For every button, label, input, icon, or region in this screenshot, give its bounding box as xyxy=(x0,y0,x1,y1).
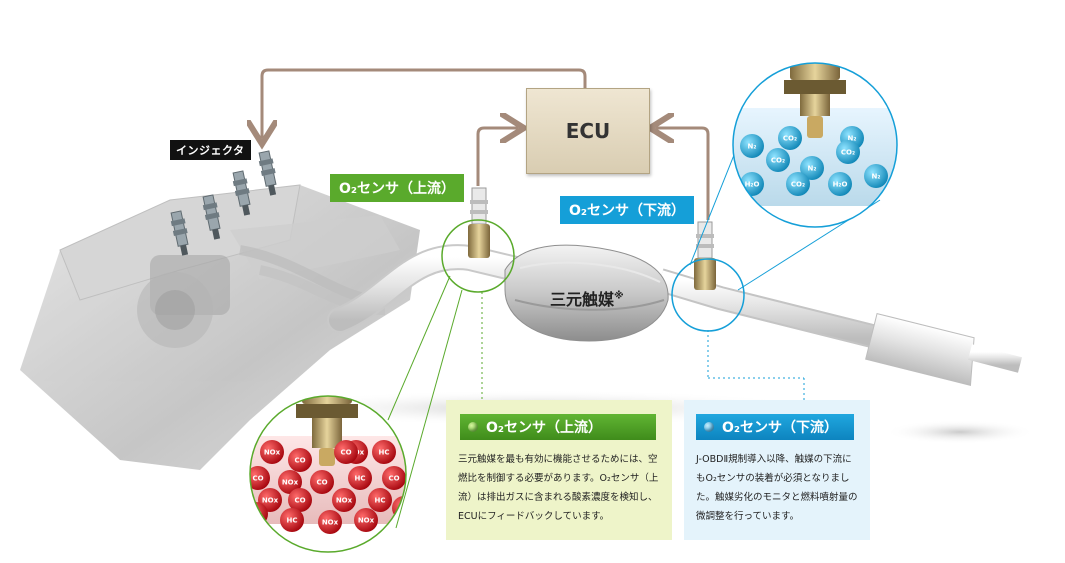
molecule-co: CO xyxy=(250,466,270,490)
upstream-zoom: NOxCOCONOxHCNOxCOHCCONOxCONOxHCHCNOxCOHC… xyxy=(249,395,407,553)
injector xyxy=(170,210,189,256)
molecule-co: CO xyxy=(288,448,312,472)
svg-text:CO: CO xyxy=(316,479,327,487)
exhaust-pipe xyxy=(327,244,1023,386)
svg-text:NOx: NOx xyxy=(322,519,339,527)
molecule-hc: HC xyxy=(280,508,304,532)
bullet-icon xyxy=(468,422,478,432)
injector-label: インジェクタ xyxy=(170,140,251,160)
svg-text:NOx: NOx xyxy=(264,449,281,457)
molecule-nox: NOx xyxy=(332,488,356,512)
bullet-icon xyxy=(704,422,714,432)
downstream-panel-body: J-OBDⅡ規制導入以降、触媒の下流にもO₂センサの装着が必須となりました。触媒… xyxy=(696,454,858,522)
svg-text:CO₂: CO₂ xyxy=(841,149,855,157)
svg-text:N₂: N₂ xyxy=(748,143,757,151)
molecule-n₂: N₂ xyxy=(864,164,888,188)
svg-text:N₂: N₂ xyxy=(848,135,857,143)
svg-text:CO₂: CO₂ xyxy=(791,181,805,189)
injector xyxy=(202,194,221,240)
svg-text:NOx: NOx xyxy=(262,497,279,505)
molecule-hc: HC xyxy=(348,466,372,490)
o2-sensor-upstream xyxy=(468,187,490,258)
upstream-panel-header: O₂センサ（上流） xyxy=(460,414,656,440)
molecule-co₂: CO₂ xyxy=(766,148,790,172)
svg-text:NOx: NOx xyxy=(336,497,353,505)
svg-text:H₂O: H₂O xyxy=(833,181,848,189)
catalyst-label: 三元触媒※ xyxy=(550,286,624,310)
molecule-h₂o: H₂O xyxy=(828,172,852,196)
molecule-hc: HC xyxy=(368,488,392,512)
o2-sensor-downstream xyxy=(694,221,716,290)
upstream-info-panel: O₂センサ（上流） 三元触媒を最も有効に機能させるためには、空燃比を制御する必要… xyxy=(446,400,672,540)
svg-text:CO: CO xyxy=(340,449,351,457)
ecu-box: ECU xyxy=(526,88,650,174)
upstream-sensor-ring xyxy=(441,219,515,293)
catalyst-note: ※ xyxy=(614,290,624,302)
svg-text:CO₂: CO₂ xyxy=(783,135,797,143)
svg-text:N₂: N₂ xyxy=(872,173,881,181)
downstream-info-panel: O₂センサ（下流） J-OBDⅡ規制導入以降、触媒の下流にもO₂センサの装着が必… xyxy=(684,400,870,540)
upstream-to-ecu-arrow xyxy=(476,128,518,186)
ecu-to-injector-arrow xyxy=(262,68,587,138)
molecule-co: CO xyxy=(334,440,358,464)
zoom-connector-upstream xyxy=(395,289,463,529)
svg-text:CO: CO xyxy=(294,457,305,465)
molecule-co: CO xyxy=(310,470,334,494)
floor-shadow xyxy=(885,420,1035,444)
molecule-co: CO xyxy=(382,466,406,490)
molecule-nox: NOx xyxy=(260,440,284,464)
svg-text:NOx: NOx xyxy=(282,479,299,487)
zoom-connector-upstream xyxy=(387,275,451,421)
catalytic-converter xyxy=(504,244,669,342)
catalyst-text: 三元触媒 xyxy=(550,290,615,309)
svg-text:CO₂: CO₂ xyxy=(771,157,785,165)
svg-text:CO: CO xyxy=(388,475,399,483)
svg-text:HC: HC xyxy=(375,497,386,505)
upstream-panel-body: 三元触媒を最も有効に機能させるためには、空燃比を制御する必要があります。O₂セン… xyxy=(458,454,659,522)
molecule-n₂: N₂ xyxy=(740,134,764,158)
svg-text:H₂O: H₂O xyxy=(745,181,760,189)
svg-text:HC: HC xyxy=(355,475,366,483)
svg-text:NOx: NOx xyxy=(358,517,375,525)
downstream-to-ecu-arrow xyxy=(656,128,710,220)
molecule-hc: HC xyxy=(372,440,396,464)
injectors xyxy=(170,150,277,256)
svg-text:HC: HC xyxy=(287,517,298,525)
svg-text:CO: CO xyxy=(252,475,263,483)
downstream-panel-title: O₂センサ（下流） xyxy=(722,420,839,436)
upstream-panel-title: O₂センサ（上流） xyxy=(486,420,603,436)
injector xyxy=(232,170,251,216)
svg-text:HC: HC xyxy=(379,449,390,457)
molecule-n₂: N₂ xyxy=(800,156,824,180)
downstream-panel-header: O₂センサ（下流） xyxy=(696,414,854,440)
molecule-nox: NOx xyxy=(354,508,378,532)
molecule-co₂: CO₂ xyxy=(786,172,810,196)
molecule-nox: NOx xyxy=(278,470,302,494)
molecule-co₂: CO₂ xyxy=(778,126,802,150)
o2-downstream-tag: O₂センサ（下流） xyxy=(560,196,695,224)
molecule-co₂: CO₂ xyxy=(836,140,860,164)
svg-text:CO: CO xyxy=(294,497,305,505)
ecu-label: ECU xyxy=(565,119,611,143)
injector xyxy=(258,150,277,196)
molecule-co: CO xyxy=(288,488,312,512)
o2-upstream-tag: O₂センサ（上流） xyxy=(330,174,465,202)
molecule-nox: NOx xyxy=(318,510,342,534)
svg-text:N₂: N₂ xyxy=(808,165,817,173)
